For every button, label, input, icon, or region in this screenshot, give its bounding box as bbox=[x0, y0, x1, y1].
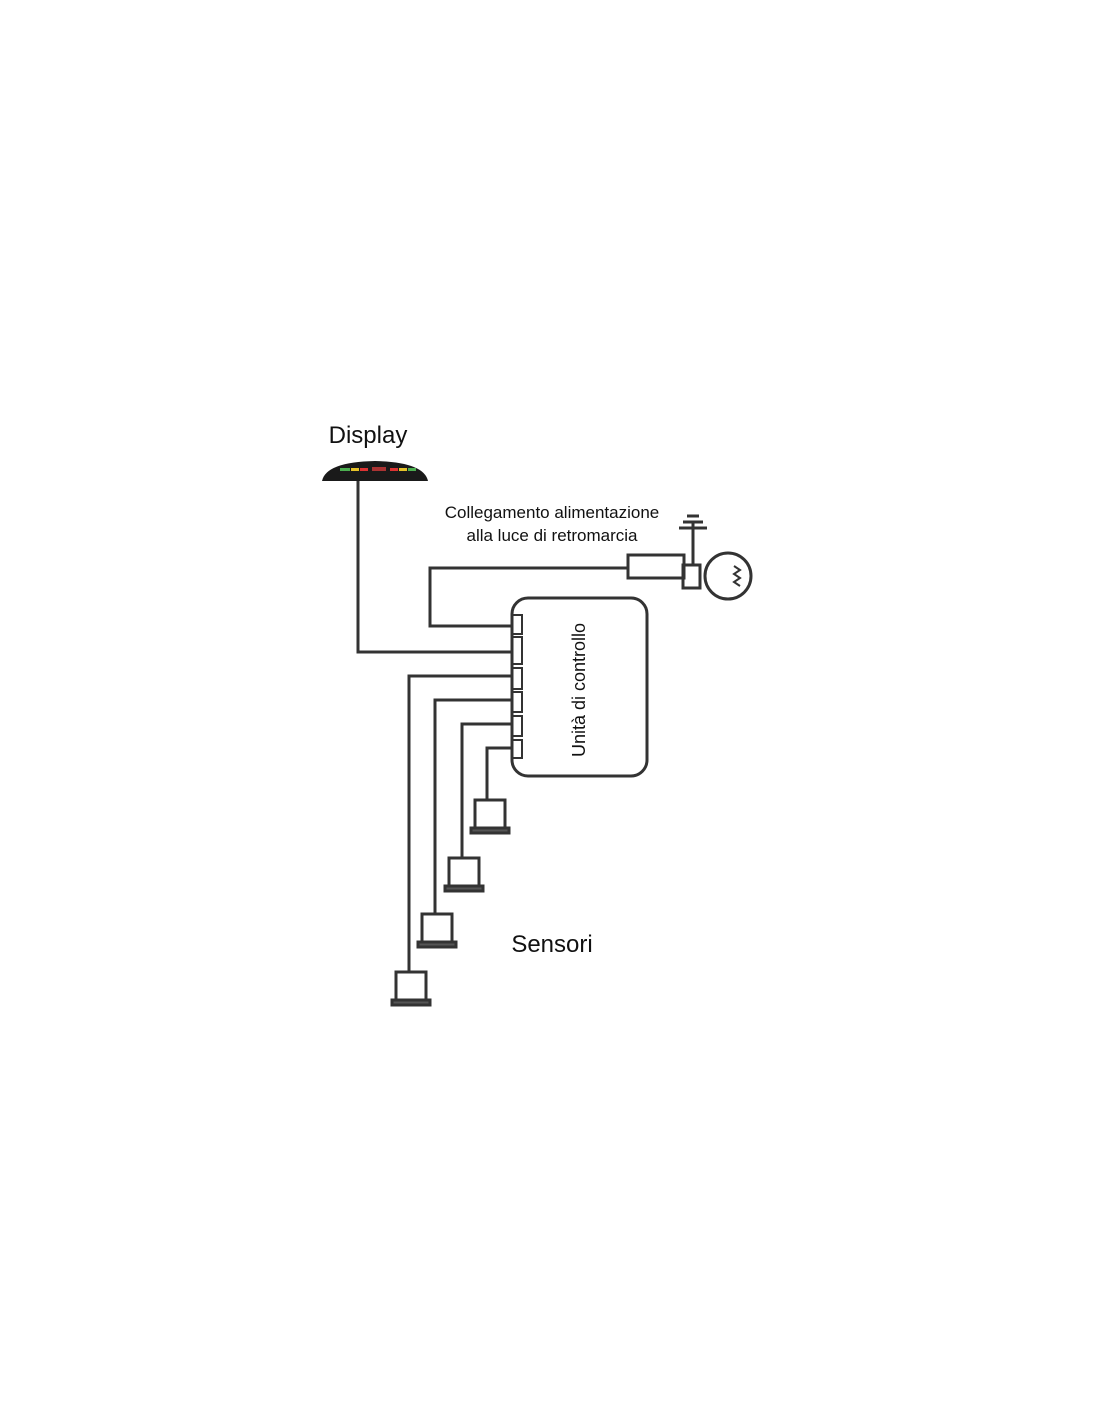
control-unit-label: Unità di controllo bbox=[569, 623, 589, 757]
power-label-line1: Collegamento alimentazione bbox=[445, 503, 660, 522]
sensor-wire-1 bbox=[407, 674, 512, 972]
sensor-3 bbox=[447, 856, 481, 888]
power-label-line2: alla luce di retromarcia bbox=[466, 526, 638, 545]
display-device-icon bbox=[322, 461, 428, 481]
display-wire bbox=[356, 480, 512, 654]
sensor-1 bbox=[394, 970, 428, 1002]
sensor-wire-3 bbox=[460, 722, 512, 858]
sensor-2 bbox=[420, 912, 454, 944]
bulb-filament bbox=[732, 565, 742, 587]
bulb-socket bbox=[681, 563, 702, 590]
ground-icon bbox=[679, 514, 707, 530]
sensors-label: Sensori bbox=[511, 931, 592, 958]
sensor-wire-2 bbox=[433, 698, 512, 914]
power-connector bbox=[626, 553, 686, 580]
display-label: Display bbox=[329, 422, 408, 449]
power-wire bbox=[428, 566, 628, 628]
sensor-wire-4 bbox=[485, 746, 512, 800]
reverse-light-bulb-icon bbox=[703, 551, 753, 601]
sensor-4 bbox=[473, 798, 507, 830]
